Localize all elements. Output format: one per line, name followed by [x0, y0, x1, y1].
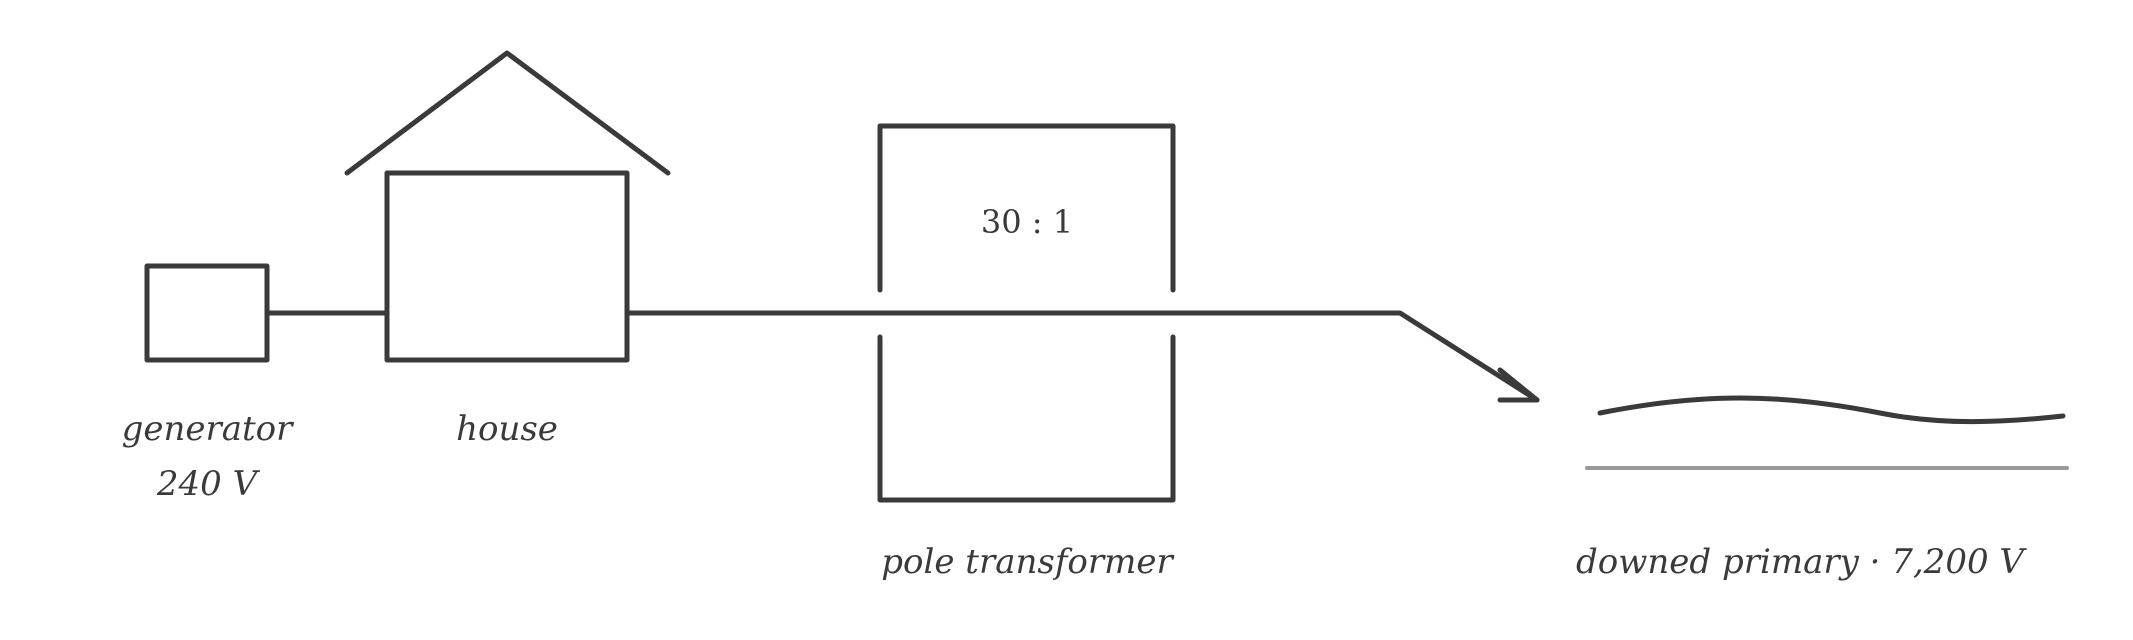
generator-voltage-label: 240 V	[156, 464, 261, 504]
generator-box	[144, 263, 270, 363]
transformer-ratio-label: 30 : 1	[981, 203, 1073, 241]
generator-label: generator	[122, 409, 295, 449]
house-roof	[344, 50, 671, 176]
transformer-upper-core	[877, 123, 1176, 293]
house	[344, 50, 671, 363]
pole-transformer	[877, 123, 1176, 503]
downed-wire	[1597, 395, 2066, 425]
transformer-lower-core	[877, 334, 1176, 503]
generator	[144, 263, 270, 363]
arrow-head	[1497, 367, 1540, 403]
house-body	[384, 170, 630, 363]
downed-primary-label: downed primary · 7,200 V	[1576, 542, 2027, 582]
house-label: house	[456, 409, 558, 449]
backfeed-line	[624, 310, 1540, 403]
transformer-label: pole transformer	[881, 542, 1174, 582]
